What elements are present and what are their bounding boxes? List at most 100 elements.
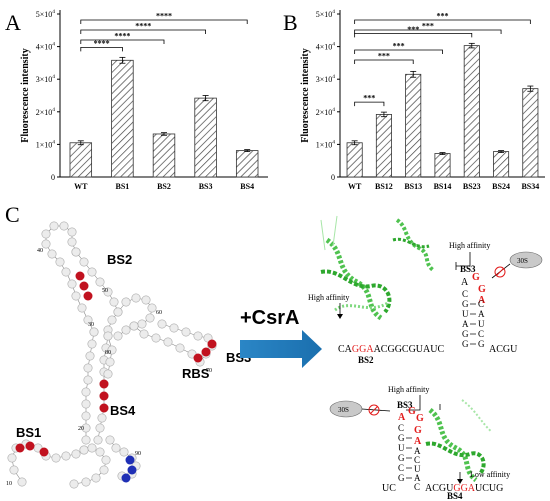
- lower-bs4-label: BS4: [447, 491, 463, 501]
- loop-top-base: A: [461, 277, 469, 288]
- lower-sequence: ACGUGGAUCUG: [425, 483, 503, 494]
- ribosome-30s: 30S: [329, 400, 363, 418]
- nucleotide: [91, 473, 101, 483]
- y-tick-label: 0: [331, 173, 335, 182]
- nucleotide: [107, 315, 117, 325]
- bar: [434, 153, 451, 178]
- x-tick-label: BS2: [157, 182, 171, 191]
- significance-bracket: [80, 46, 123, 52]
- nucleotide: [61, 451, 71, 461]
- nucleotide: [113, 307, 123, 317]
- nucleotide: [81, 423, 91, 433]
- nucleotide: [147, 303, 157, 313]
- y-axis-label: Fluorescence intensity: [300, 48, 311, 143]
- nucleotide: [137, 319, 147, 329]
- lower-bs3-label: BS3: [397, 400, 413, 410]
- x-tick-label: BS24: [492, 182, 510, 191]
- significance-bracket: [354, 59, 414, 64]
- significance-label: ***: [407, 25, 419, 34]
- nucleotide: [41, 229, 51, 239]
- bs3-nucleotide: [193, 353, 203, 363]
- nucleotide: [51, 453, 61, 463]
- nucleotide: [95, 277, 105, 287]
- stem-base: G: [398, 473, 405, 483]
- upper-bs3-label: BS3: [460, 264, 476, 274]
- position-number: 40: [37, 248, 43, 254]
- ribosome-label: 30S: [338, 406, 349, 414]
- bar: [235, 150, 259, 178]
- position-number: 50: [102, 288, 108, 294]
- bs4-nucleotide: [99, 403, 109, 413]
- tick-exponent: 4: [52, 42, 55, 48]
- nucleotide: [79, 445, 89, 455]
- nucleotide: [151, 333, 161, 343]
- csra-protein-icon: [425, 399, 493, 483]
- nucleotide: [87, 339, 97, 349]
- y-tick-label: 5×104: [36, 9, 56, 19]
- stem-base: G: [478, 339, 485, 349]
- significance-bracket: [354, 32, 473, 38]
- tick-mantissa: 3×10: [36, 75, 53, 84]
- tick-mantissa: 5×10: [316, 10, 333, 19]
- bar: [69, 142, 93, 178]
- y-tick-label: 2×104: [316, 107, 336, 117]
- panel-label-a: A: [5, 10, 21, 35]
- stem-base: C: [414, 455, 420, 465]
- high-affinity-left: High affinity: [308, 293, 349, 302]
- bs1-nucleotide: [39, 447, 49, 457]
- ribosome-label: 30S: [517, 257, 528, 265]
- position-number: 20: [78, 426, 84, 432]
- bar: [346, 142, 363, 178]
- stem-base: G: [398, 453, 405, 463]
- lower-stem-right: A C U A C: [414, 446, 421, 492]
- nucleotide: [9, 465, 19, 475]
- position-number: 70: [206, 368, 212, 374]
- tick-exponent: 4: [52, 107, 55, 113]
- csra-protein-icon: [320, 215, 392, 321]
- bar: [152, 133, 176, 178]
- y-tick-label: 5×104: [316, 9, 336, 19]
- position-numbers: 10 20 30 40 50 60 70 80 90: [6, 248, 212, 487]
- lower-loop: A G G G A: [398, 406, 424, 447]
- nucleotide: [103, 369, 113, 379]
- y-tick-label: 1×104: [316, 139, 336, 149]
- position-number: 10: [6, 481, 12, 487]
- bs3-nucleotide: [201, 347, 211, 357]
- x-tick-label: BS3: [199, 182, 213, 191]
- y-tick-label: 2×104: [36, 107, 56, 117]
- lower-complex: High affinity BS3 30S A G G G A C G U G …: [329, 385, 510, 501]
- nucleotide: [101, 455, 111, 465]
- bar-chart-a: Fluorescence intensity01×1042×1043×1044×…: [20, 9, 268, 191]
- tick-mantissa: 1×10: [316, 140, 333, 149]
- nucleotide: [105, 357, 115, 367]
- nucleotide: [107, 345, 117, 355]
- significance-label: ***: [437, 12, 449, 21]
- y-axis-label: Fluorescence intensity: [20, 48, 31, 143]
- nucleotide: [87, 267, 97, 277]
- bar: [375, 114, 392, 178]
- bar: [463, 45, 480, 178]
- stem-base: U: [398, 443, 405, 453]
- low-affinity-label: Low affinity: [470, 470, 510, 479]
- nucleotide: [103, 287, 113, 297]
- nucleotide: [81, 435, 91, 445]
- stem-base: A: [462, 319, 469, 329]
- stem-left: C G U A G G: [462, 289, 469, 349]
- y-tick-label: 4×104: [36, 42, 56, 52]
- nucleotide: [119, 447, 129, 457]
- nucleotide: [121, 297, 131, 307]
- nucleotide: [169, 323, 179, 333]
- significance-bracket: [354, 29, 502, 34]
- label-bs1: BS1: [16, 425, 41, 440]
- tick-exponent: 4: [52, 9, 55, 15]
- bar: [493, 151, 510, 178]
- stem-base: A: [478, 309, 485, 319]
- significance-label: ***: [363, 94, 375, 103]
- loop-red-base: G: [478, 284, 486, 295]
- nucleotide: [103, 331, 113, 341]
- nucleotide: [77, 303, 87, 313]
- significance-label: ****: [156, 12, 172, 21]
- stem-base: C: [398, 463, 404, 473]
- stem-base: A: [414, 473, 421, 483]
- nucleotide: [71, 291, 81, 301]
